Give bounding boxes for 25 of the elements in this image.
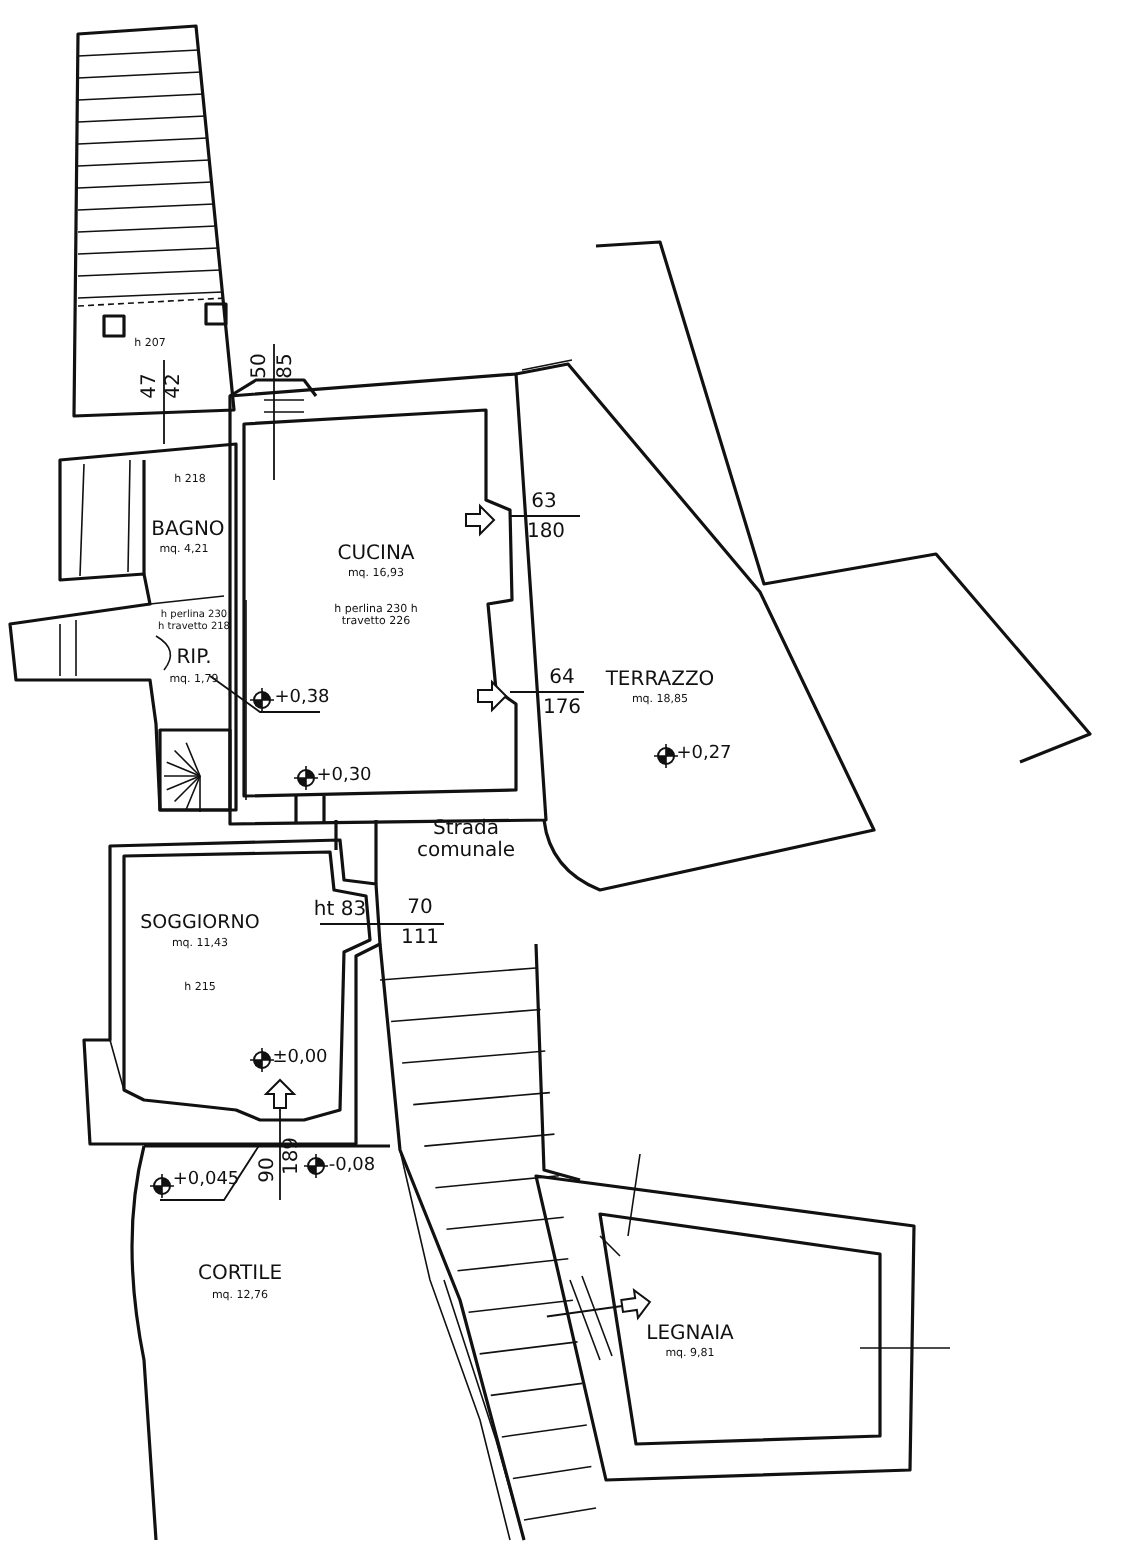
dimension-label: 64 [549,667,575,689]
dimension-label: 50 [249,353,271,379]
dimension-label: 176 [542,697,582,719]
elevation-label: +0,27 [676,746,732,766]
dimension-label: 180 [526,521,566,543]
elevation-label: ±0,00 [272,1050,328,1070]
room-name: LEGNAIA [646,1323,734,1345]
dimension-label: 42 [163,373,185,399]
dimension-label: 90 [257,1157,279,1183]
room-name: CUCINA [337,543,415,565]
dimension-label: ht 83 [313,899,367,921]
room-name: CORTILE [197,1263,283,1285]
dimension-label: 63 [531,491,557,513]
dimension-label: 111 [400,927,440,949]
room-name: TERRAZZO [605,669,715,691]
room-name: BAGNO [151,519,225,541]
dimension-label: 85 [275,353,297,379]
elevation-label: +0,045 [172,1172,240,1192]
dimension-label: 47 [139,373,161,399]
elevation-label: +0,30 [316,768,372,788]
dimension-label: 70 [407,897,433,919]
room-name: RIP. [176,647,212,669]
elevation-label: +0,38 [274,690,330,710]
room-name: SOGGIORNO [140,913,260,935]
elevation-label: -0,08 [328,1158,376,1178]
